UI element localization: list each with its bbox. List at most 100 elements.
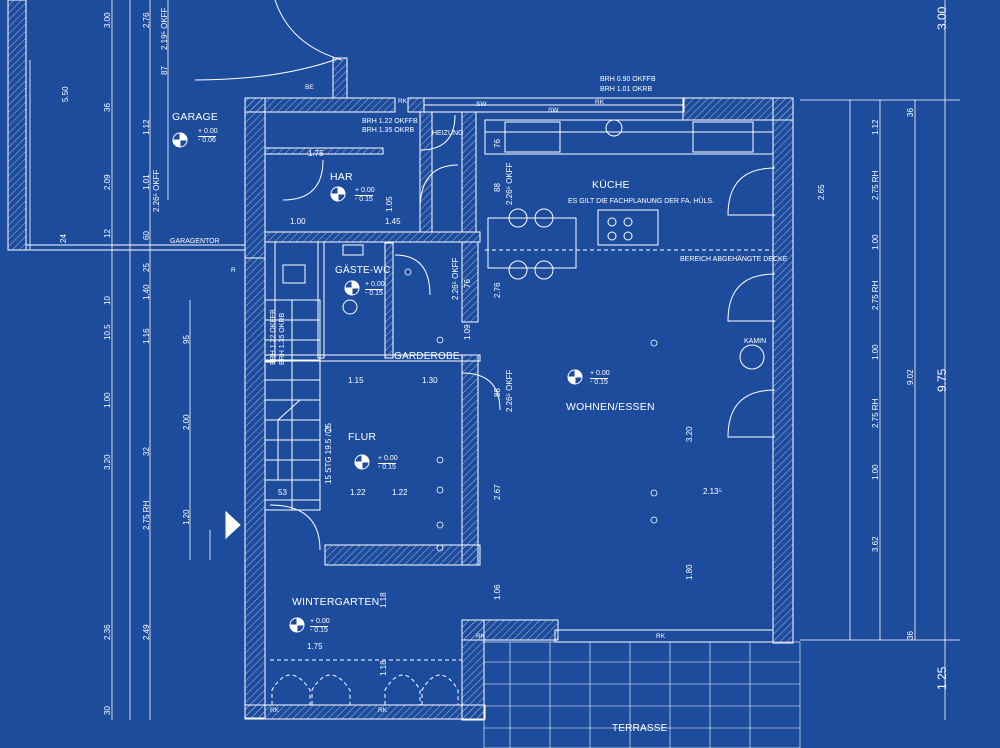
dim-h-122b: 1.22 [392, 488, 408, 497]
dim-h-175b: 1.75 [307, 642, 323, 651]
light-markers [324, 268, 658, 552]
kitchen-furniture [484, 119, 774, 280]
dim-249: 2.49 [142, 624, 151, 640]
dim-v-109: 1.09 [463, 324, 472, 340]
tag-rk-5: RK [270, 707, 280, 714]
dim-226: 2.26⁵ OKFF [152, 169, 161, 212]
room-label-garage: GARAGE [172, 111, 219, 123]
dim-209: 2.09 [103, 174, 112, 190]
note-brh-har-2: BRH 1.35 OKRB [362, 127, 415, 134]
dim-v-88a: 88 [493, 183, 502, 192]
level-garage: + 0.00- 0.06 [198, 128, 218, 145]
dim-r-975: 9.75 [935, 368, 949, 392]
dim-v-118a: 1.18 [379, 592, 388, 608]
tag-rk-4: RK [656, 633, 666, 640]
label-heizung: HEIZUNG [432, 130, 464, 137]
dim-550: 5.50 [61, 86, 70, 102]
note-brh-har-1: BRH 1.22 OKFFB [362, 118, 418, 125]
tag-r: R [231, 267, 236, 274]
level-flur: + 0.00- 0.15 [378, 455, 398, 472]
dim-200: 2.00 [182, 414, 191, 430]
room-label-terrasse: TERRASSE [612, 723, 668, 734]
dim-r-125: 1.25 [935, 666, 949, 690]
exterior-walls [244, 97, 794, 721]
tag-rk-3: RK [476, 633, 486, 640]
dim-top-87: 87 [160, 66, 169, 75]
dim-r-902: 9.02 [906, 369, 915, 385]
dim-top-276: 2.76 [142, 12, 151, 28]
dim-r-275a: 2.75 RH [871, 170, 880, 200]
dim-v-226k: 2.26⁵ OKFF [505, 162, 514, 205]
note-decke: BEREICH ABGEHÄNGTE DECKE [680, 256, 788, 263]
level-har: + 0.00- 0.15 [355, 187, 375, 204]
dim-105: 10.5 [103, 324, 112, 340]
dim-32: 32 [142, 447, 151, 456]
dim-v-276: 2.76 [493, 282, 502, 298]
dim-r-100a: 1.00 [871, 234, 880, 250]
terrace-grid [483, 641, 801, 748]
room-label-har: HAR [330, 171, 353, 183]
dim-140: 1.40 [142, 284, 151, 300]
dim-v-226g: 2.26⁵ OKFF [451, 257, 460, 300]
level-wc: + 0.00- 0.15 [365, 281, 385, 298]
dim-v-180: 1.80 [685, 564, 694, 580]
dim-r-112: 1.12 [871, 119, 880, 135]
dimension-lines-left [29, 0, 211, 720]
dim-120: 1.20 [182, 509, 191, 525]
wintergarten-windows [270, 659, 462, 705]
label-kamin: KAMIN [744, 338, 767, 345]
dim-30: 30 [103, 706, 112, 715]
label-garagentor: GARAGENTOR [170, 238, 220, 245]
dim-top-219: 2.19⁵ OKFF [160, 7, 169, 50]
tag-be: BE [305, 84, 314, 91]
dim-236: 2.36 [103, 624, 112, 640]
dim-v-76a: 76 [493, 139, 502, 148]
room-label-garderobe: GARDEROBE [394, 351, 460, 362]
dim-100: 1.00 [103, 392, 112, 408]
dim-r-100b: 1.00 [871, 344, 880, 360]
dim-r-265: 2.65 [817, 184, 826, 200]
dim-v-88b: 88 [493, 388, 502, 397]
dim-v-118b: 1.18 [379, 660, 388, 676]
dim-r-36a: 36 [906, 108, 915, 117]
dim-h-122a: 1.22 [350, 488, 366, 497]
dim-320: 3.20 [103, 454, 112, 470]
dim-v-267: 2.67 [493, 484, 502, 500]
tag-rk-1: RK [398, 98, 408, 105]
right-windows [727, 167, 776, 438]
level-wintergarten: + 0.00- 0.15 [310, 618, 330, 635]
room-label-kueche: KÜCHE [592, 179, 630, 191]
dim-v-76b: 76 [463, 279, 472, 288]
bathroom-fixtures [282, 244, 364, 315]
room-label-flur: FLUR [348, 431, 377, 443]
room-label-gaeste-wc: GÄSTE-WC [335, 265, 391, 276]
note-brh-top-1: BRH 0.90 OKFFB [600, 76, 656, 83]
tag-rk-2: RK [595, 99, 605, 106]
note-brh-top-2: BRH 1.01 OKRB [600, 86, 653, 93]
level-wohnen: + 0.00- 0.15 [590, 370, 610, 387]
dim-12: 12 [103, 229, 112, 238]
tag-rk-6: RK [378, 707, 388, 714]
dim-v-226f: 2.26⁵ OKFF [505, 369, 514, 412]
dim-60: 60 [142, 231, 151, 240]
dim-v-106: 1.06 [493, 584, 502, 600]
dim-r-300: 3.00 [935, 6, 949, 30]
doors [269, 114, 501, 551]
dim-112: 1.12 [142, 119, 151, 135]
dim-24: 24 [59, 234, 68, 243]
interior-walls [264, 111, 481, 566]
dim-r-362: 3.62 [871, 536, 880, 552]
staircase [264, 299, 321, 511]
dim-v-105: 1.05 [385, 196, 394, 212]
dim-r-100c: 1.00 [871, 464, 880, 480]
dim-h-115: 1.15 [348, 376, 364, 385]
room-label-wohnen-essen: WOHNEN/ESSEN [566, 401, 655, 413]
note-kueche: ES GILT DIE FACHPLANUNG DER FA. HÜLS. [568, 198, 714, 205]
dim-h-53: 53 [278, 488, 287, 497]
dim-h-213: 2.13⁵ [703, 487, 722, 496]
dim-h-100: 1.00 [290, 217, 306, 226]
dim-95: 95 [182, 335, 191, 344]
dim-10: 10 [103, 296, 112, 305]
